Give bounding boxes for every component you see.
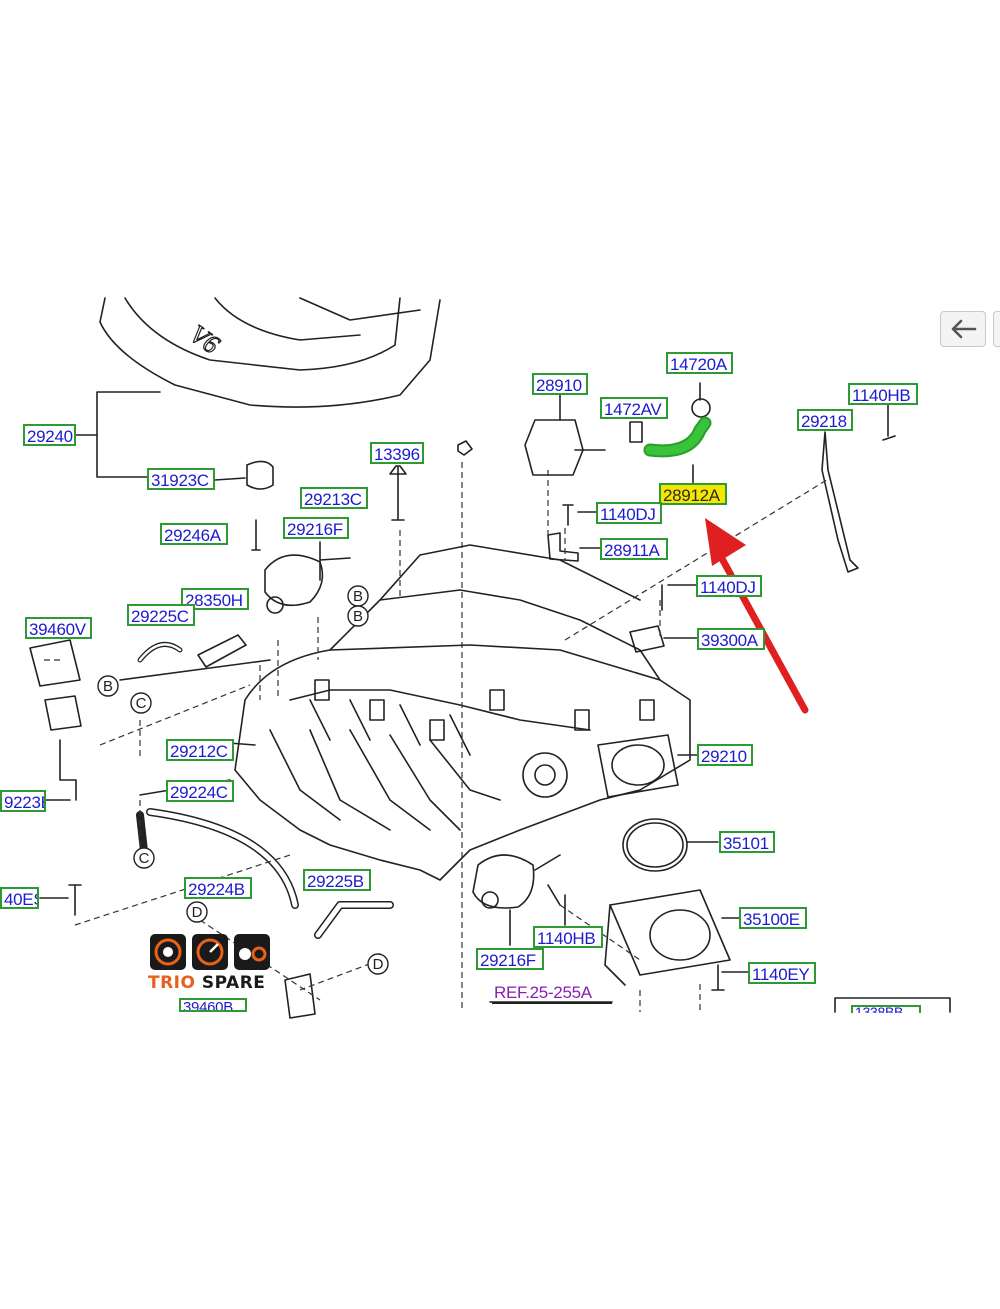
trio-spare-wordmark: TRIO SPARE (148, 973, 266, 993)
part-label-39300a[interactable]: 39300A (697, 628, 765, 650)
forward-button[interactable] (993, 311, 1000, 347)
part-label-29218[interactable]: 29218 (797, 409, 853, 431)
connector-d: D (367, 953, 389, 975)
trio-spare-logo (150, 934, 270, 970)
arrow-left-icon (951, 319, 977, 339)
part-label-29225b[interactable]: 29225B (303, 869, 371, 891)
svg-text:B: B (353, 588, 363, 605)
part-label-29213c[interactable]: 29213C (300, 487, 368, 509)
part-label-31923c[interactable]: 31923C (147, 468, 215, 490)
part-label-1140ey[interactable]: 1140EY (748, 962, 816, 984)
part-label-1140dj[interactable]: 1140DJ (596, 502, 662, 524)
part-label-29216f[interactable]: 29216F (476, 948, 544, 970)
part-label-1140hb[interactable]: 1140HB (533, 926, 603, 948)
red-arrow-icon (705, 518, 809, 714)
svg-text:C: C (139, 850, 150, 867)
part-label-39460v[interactable]: 39460V (25, 617, 92, 639)
part-label-29224b[interactable]: 29224B (184, 877, 252, 899)
reference-link[interactable]: REF.25-255A (492, 982, 612, 1004)
part-label-35101[interactable]: 35101 (719, 831, 775, 853)
back-button[interactable] (940, 311, 986, 347)
part-label-29225c[interactable]: 29225C (127, 604, 195, 626)
svg-text:C: C (136, 695, 147, 712)
svg-text:B: B (103, 678, 113, 695)
connector-c: C (133, 847, 155, 869)
connector-b: B (347, 585, 369, 607)
part-label-28911a[interactable]: 28911A (600, 538, 668, 560)
part-label-29210[interactable]: 29210 (697, 744, 753, 766)
part-label-35100e[interactable]: 35100E (739, 907, 807, 929)
part-label-1140dj[interactable]: 1140DJ (696, 575, 762, 597)
connector-c: C (130, 692, 152, 714)
part-label-29246a[interactable]: 29246A (160, 523, 228, 545)
connector-b: B (347, 605, 369, 627)
part-label-1140hb[interactable]: 1140HB (848, 383, 918, 405)
part-label-39460b[interactable]: 39460B (179, 998, 247, 1012)
v6-badge: V6 (185, 319, 225, 359)
part-label-28912a-highlighted[interactable]: 28912A (659, 483, 727, 505)
part-label-13396[interactable]: 13396 (370, 442, 424, 464)
part-label-28910[interactable]: 28910 (532, 373, 588, 395)
part-label-29216f[interactable]: 29216F (283, 517, 349, 539)
svg-text:B: B (353, 608, 363, 625)
part-label-1472av[interactable]: 1472AV (600, 397, 668, 419)
part-label-28350h[interactable]: 28350H (181, 588, 249, 610)
part-label-1338bb[interactable]: 1338BB (851, 1005, 921, 1013)
part-label-29223e[interactable]: 9223E (0, 790, 46, 812)
part-label-14720a[interactable]: 14720A (666, 352, 733, 374)
part-label-29240[interactable]: 29240 (23, 424, 76, 446)
part-label-1140es[interactable]: 40ES (0, 887, 39, 909)
part-label-29212c[interactable]: 29212C (166, 739, 234, 761)
part-label-29224c[interactable]: 29224C (166, 780, 234, 802)
svg-text:D: D (192, 904, 203, 921)
engine-cover: V6 (99, 297, 441, 408)
intake-manifold (234, 544, 691, 881)
connector-d: D (186, 901, 208, 923)
svg-text:D: D (373, 956, 384, 973)
connector-b: B (97, 675, 119, 697)
